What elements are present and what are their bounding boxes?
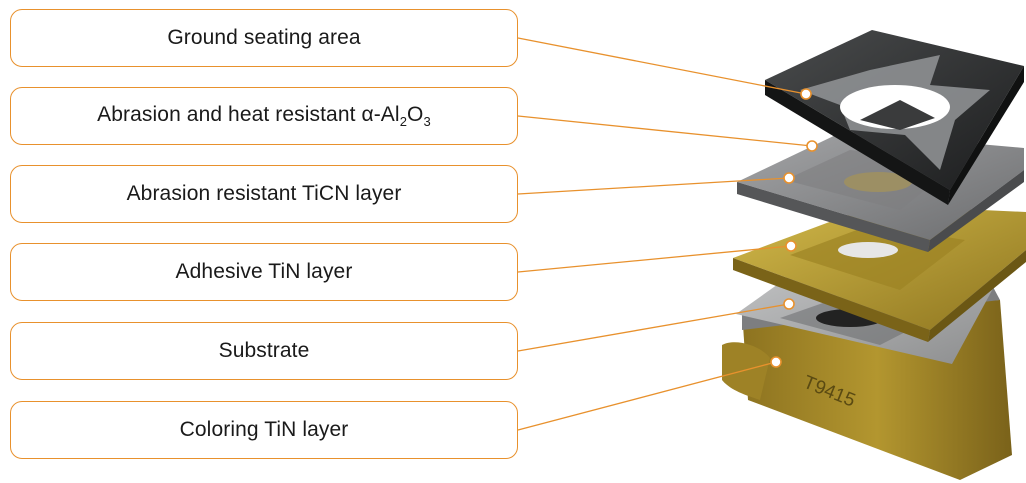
leader-dots: [770, 88, 818, 368]
label-alumina-layer: Abrasion and heat resistant α-Al2O3: [10, 87, 518, 145]
dot-alumina: [806, 140, 818, 152]
dot-ticn: [783, 172, 795, 184]
label-ground-seating-area: Ground seating area: [10, 9, 518, 67]
dot-adhesive: [785, 240, 797, 252]
leader-adhesive: [517, 245, 792, 273]
label-adhesive-tin-layer: Adhesive TiN layer: [10, 243, 518, 301]
label-text: Coloring TiN layer: [179, 418, 349, 441]
leader-substrate: [517, 303, 790, 352]
dot-coloring: [770, 356, 782, 368]
label-substrate: Substrate: [10, 322, 518, 380]
label-ticn-layer: Abrasion resistant TiCN layer: [10, 165, 518, 223]
dot-ground-seating: [800, 88, 812, 100]
label-text: Abrasion and heat resistant α-Al2O3: [97, 102, 431, 130]
dot-substrate: [783, 298, 795, 310]
label-coloring-tin-layer: Coloring TiN layer: [10, 401, 518, 459]
leader-lines: [517, 37, 813, 431]
label-text: Ground seating area: [167, 26, 361, 49]
label-text: Substrate: [218, 339, 310, 362]
label-text: Abrasion resistant TiCN layer: [126, 182, 402, 205]
leader-coloring: [517, 361, 777, 431]
leader-alumina: [517, 115, 813, 147]
alumina-plate: [765, 30, 1024, 205]
label-text: Adhesive TiN layer: [175, 260, 353, 283]
leader-ticn: [517, 177, 790, 195]
leader-ground-seating: [517, 37, 807, 95]
